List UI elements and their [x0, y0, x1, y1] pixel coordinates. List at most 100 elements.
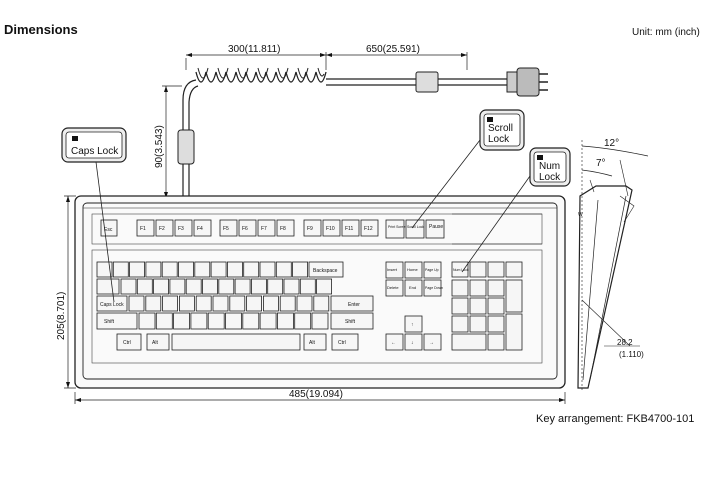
key-number-row[interactable] [96, 261, 113, 278]
key-numpad[interactable] [487, 315, 505, 333]
key-qwerty-row[interactable] [169, 278, 186, 295]
key-enter[interactable] [330, 295, 374, 312]
key-number-row[interactable] [178, 261, 194, 278]
key-number-row[interactable] [226, 261, 243, 278]
key-qwerty-row[interactable] [283, 278, 300, 295]
key-home-row[interactable] [128, 295, 145, 312]
key-number-row[interactable] [292, 261, 309, 278]
key-home-row[interactable] [195, 295, 212, 312]
key-bottom-row[interactable] [242, 312, 260, 330]
key-f12[interactable] [360, 219, 379, 237]
key-alt-right[interactable] [303, 333, 327, 351]
key-numpad[interactable] [451, 279, 469, 297]
key-number-row[interactable] [194, 261, 211, 278]
key-number-row[interactable] [210, 261, 227, 278]
key-bottom-row[interactable] [311, 312, 329, 330]
key-print-screen[interactable] [385, 219, 405, 239]
key-home-row[interactable] [178, 295, 195, 312]
key-qwerty-row[interactable] [299, 278, 316, 295]
key-bottom-row[interactable] [207, 312, 225, 330]
key-qwerty-row[interactable] [120, 278, 137, 295]
key-qwerty-row[interactable] [316, 278, 333, 295]
key-arrow-left[interactable] [385, 333, 404, 351]
key-numpad[interactable] [469, 315, 487, 333]
key-numpad-0[interactable] [451, 333, 487, 351]
key-numpad[interactable] [487, 279, 505, 297]
key-bottom-row[interactable] [225, 312, 242, 330]
key-page-up[interactable] [423, 261, 442, 279]
key-qwerty-row[interactable] [185, 278, 202, 295]
key-number-row[interactable] [145, 261, 162, 278]
key-shift-right[interactable] [330, 312, 374, 330]
key-f9[interactable] [303, 219, 322, 237]
key-home[interactable] [404, 261, 423, 279]
key-numpad[interactable] [487, 297, 505, 315]
key-arrow-down[interactable] [404, 333, 423, 351]
key-qwerty-row[interactable] [136, 278, 153, 295]
key-insert[interactable] [385, 261, 404, 279]
key-f3[interactable] [174, 219, 193, 237]
key-tab[interactable] [96, 278, 120, 295]
key-numpad[interactable] [469, 261, 487, 278]
key-numpad[interactable] [451, 315, 469, 333]
key-number-row[interactable] [243, 261, 260, 278]
key-f10[interactable] [322, 219, 341, 237]
key-home-row[interactable] [212, 295, 229, 312]
key-home-row[interactable] [279, 295, 296, 312]
key-numpad[interactable] [487, 261, 505, 278]
key-qwerty-row[interactable] [153, 278, 170, 295]
key-bottom-row[interactable] [155, 312, 173, 330]
key-space[interactable] [171, 333, 301, 351]
key-page-down[interactable] [423, 279, 442, 297]
key-qwerty-row[interactable] [202, 278, 218, 295]
key-ctrl-left[interactable] [116, 333, 142, 351]
key-pause[interactable] [425, 219, 445, 239]
key-numpad[interactable] [469, 297, 487, 315]
key-number-row[interactable] [112, 261, 129, 278]
key-f1[interactable] [136, 219, 155, 237]
key-bottom-row[interactable] [138, 312, 156, 330]
key-qwerty-row[interactable] [234, 278, 251, 295]
key-backspace[interactable] [308, 261, 344, 278]
key-home-row[interactable] [162, 295, 179, 312]
key-number-row[interactable] [161, 261, 178, 278]
key-number-row[interactable] [129, 261, 146, 278]
key-numpad-decimal[interactable] [487, 333, 505, 351]
key-home-row[interactable] [262, 295, 279, 312]
key-numpad-plus[interactable] [505, 279, 523, 313]
key-caps-lock[interactable] [96, 295, 128, 312]
key-f11[interactable] [341, 219, 360, 237]
key-bottom-row[interactable] [294, 312, 312, 330]
key-numpad-enter[interactable] [505, 313, 523, 351]
key-bottom-row[interactable] [276, 312, 294, 330]
key-home-row[interactable] [145, 295, 162, 312]
key-f5[interactable] [219, 219, 238, 237]
key-f8[interactable] [276, 219, 295, 237]
key-scroll-lock[interactable] [405, 219, 425, 239]
key-home-row[interactable] [229, 295, 246, 312]
key-bottom-row[interactable] [173, 312, 191, 330]
key-home-row[interactable] [296, 295, 313, 312]
key-qwerty-row[interactable] [250, 278, 267, 295]
key-bottom-row[interactable] [190, 312, 208, 330]
key-qwerty-row[interactable] [267, 278, 284, 295]
key-end[interactable] [404, 279, 423, 297]
key-f7[interactable] [257, 219, 276, 237]
key-f6[interactable] [238, 219, 257, 237]
key-qwerty-row[interactable] [218, 278, 235, 295]
key-numpad[interactable] [469, 279, 487, 297]
key-numpad[interactable] [451, 297, 469, 315]
key-ctrl-right[interactable] [331, 333, 359, 351]
key-number-row[interactable] [275, 261, 292, 278]
key-num-lock[interactable] [451, 261, 469, 278]
key-numpad[interactable] [505, 261, 523, 278]
key-f2[interactable] [155, 219, 174, 237]
key-bottom-row[interactable] [259, 312, 277, 330]
key-home-row[interactable] [313, 295, 330, 312]
key-shift-left[interactable] [96, 312, 138, 330]
key-arrow-up[interactable] [404, 315, 423, 333]
key-home-row[interactable] [246, 295, 263, 312]
key-arrow-right[interactable] [423, 333, 442, 351]
key-f4[interactable] [193, 219, 212, 237]
key-alt-left[interactable] [146, 333, 170, 351]
